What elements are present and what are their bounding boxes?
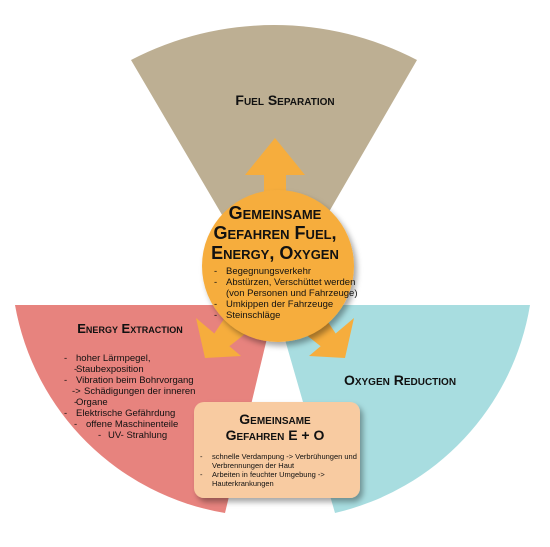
list-item: Umkippen der Fahrzeuge <box>212 299 372 310</box>
energy-extraction-title: Energy Extraction <box>77 321 183 336</box>
list-item: hoher Lärmpegel, <box>62 353 252 364</box>
list-item: Staubexposition <box>62 364 252 375</box>
list-item: offene Maschinenteile <box>62 419 252 430</box>
list-item: Vibration beim Bohrvorgang <box>62 375 252 386</box>
center-title-line: Energy, Oxygen <box>211 243 339 263</box>
list-item: Organe <box>62 397 252 408</box>
list-item: UV- Strahlung <box>62 430 252 441</box>
fuel-separation-title: Fuel Separation <box>235 92 335 108</box>
energy-hazard-list: hoher Lärmpegel, Staubexposition Vibrati… <box>62 353 252 441</box>
center-title-line: Gemeinsame <box>228 203 322 223</box>
eo-title-line: Gefahren E + O <box>225 427 325 443</box>
list-item: Arbeiten in feuchter Umgebung -> Hauterk… <box>198 470 368 488</box>
list-item: Steinschläge <box>212 310 372 321</box>
list-item: schnelle Verdampung -> Verbrühungen und … <box>198 452 368 470</box>
list-item: Elektrische Gefährdung <box>62 408 252 419</box>
eo-title: Gemeinsame Gefahren E + O <box>212 411 338 443</box>
oxygen-reduction-title: Oxygen Reduction <box>343 372 457 388</box>
list-item: Schädigungen der inneren <box>62 386 252 397</box>
eo-title-line: Gemeinsame <box>239 411 311 427</box>
center-hazard-list: Begegnungsverkehr Abstürzen, Verschüttet… <box>212 266 372 321</box>
list-item: Abstürzen, Verschüttet werden (von Perso… <box>212 277 372 299</box>
list-item: Begegnungsverkehr <box>212 266 372 277</box>
center-title-line: Gefahren Fuel, <box>213 223 337 243</box>
center-title: Gemeinsame Gefahren Fuel, Energy, Oxygen <box>200 203 350 263</box>
eo-hazard-list: schnelle Verdampung -> Verbrühungen und … <box>198 452 368 488</box>
